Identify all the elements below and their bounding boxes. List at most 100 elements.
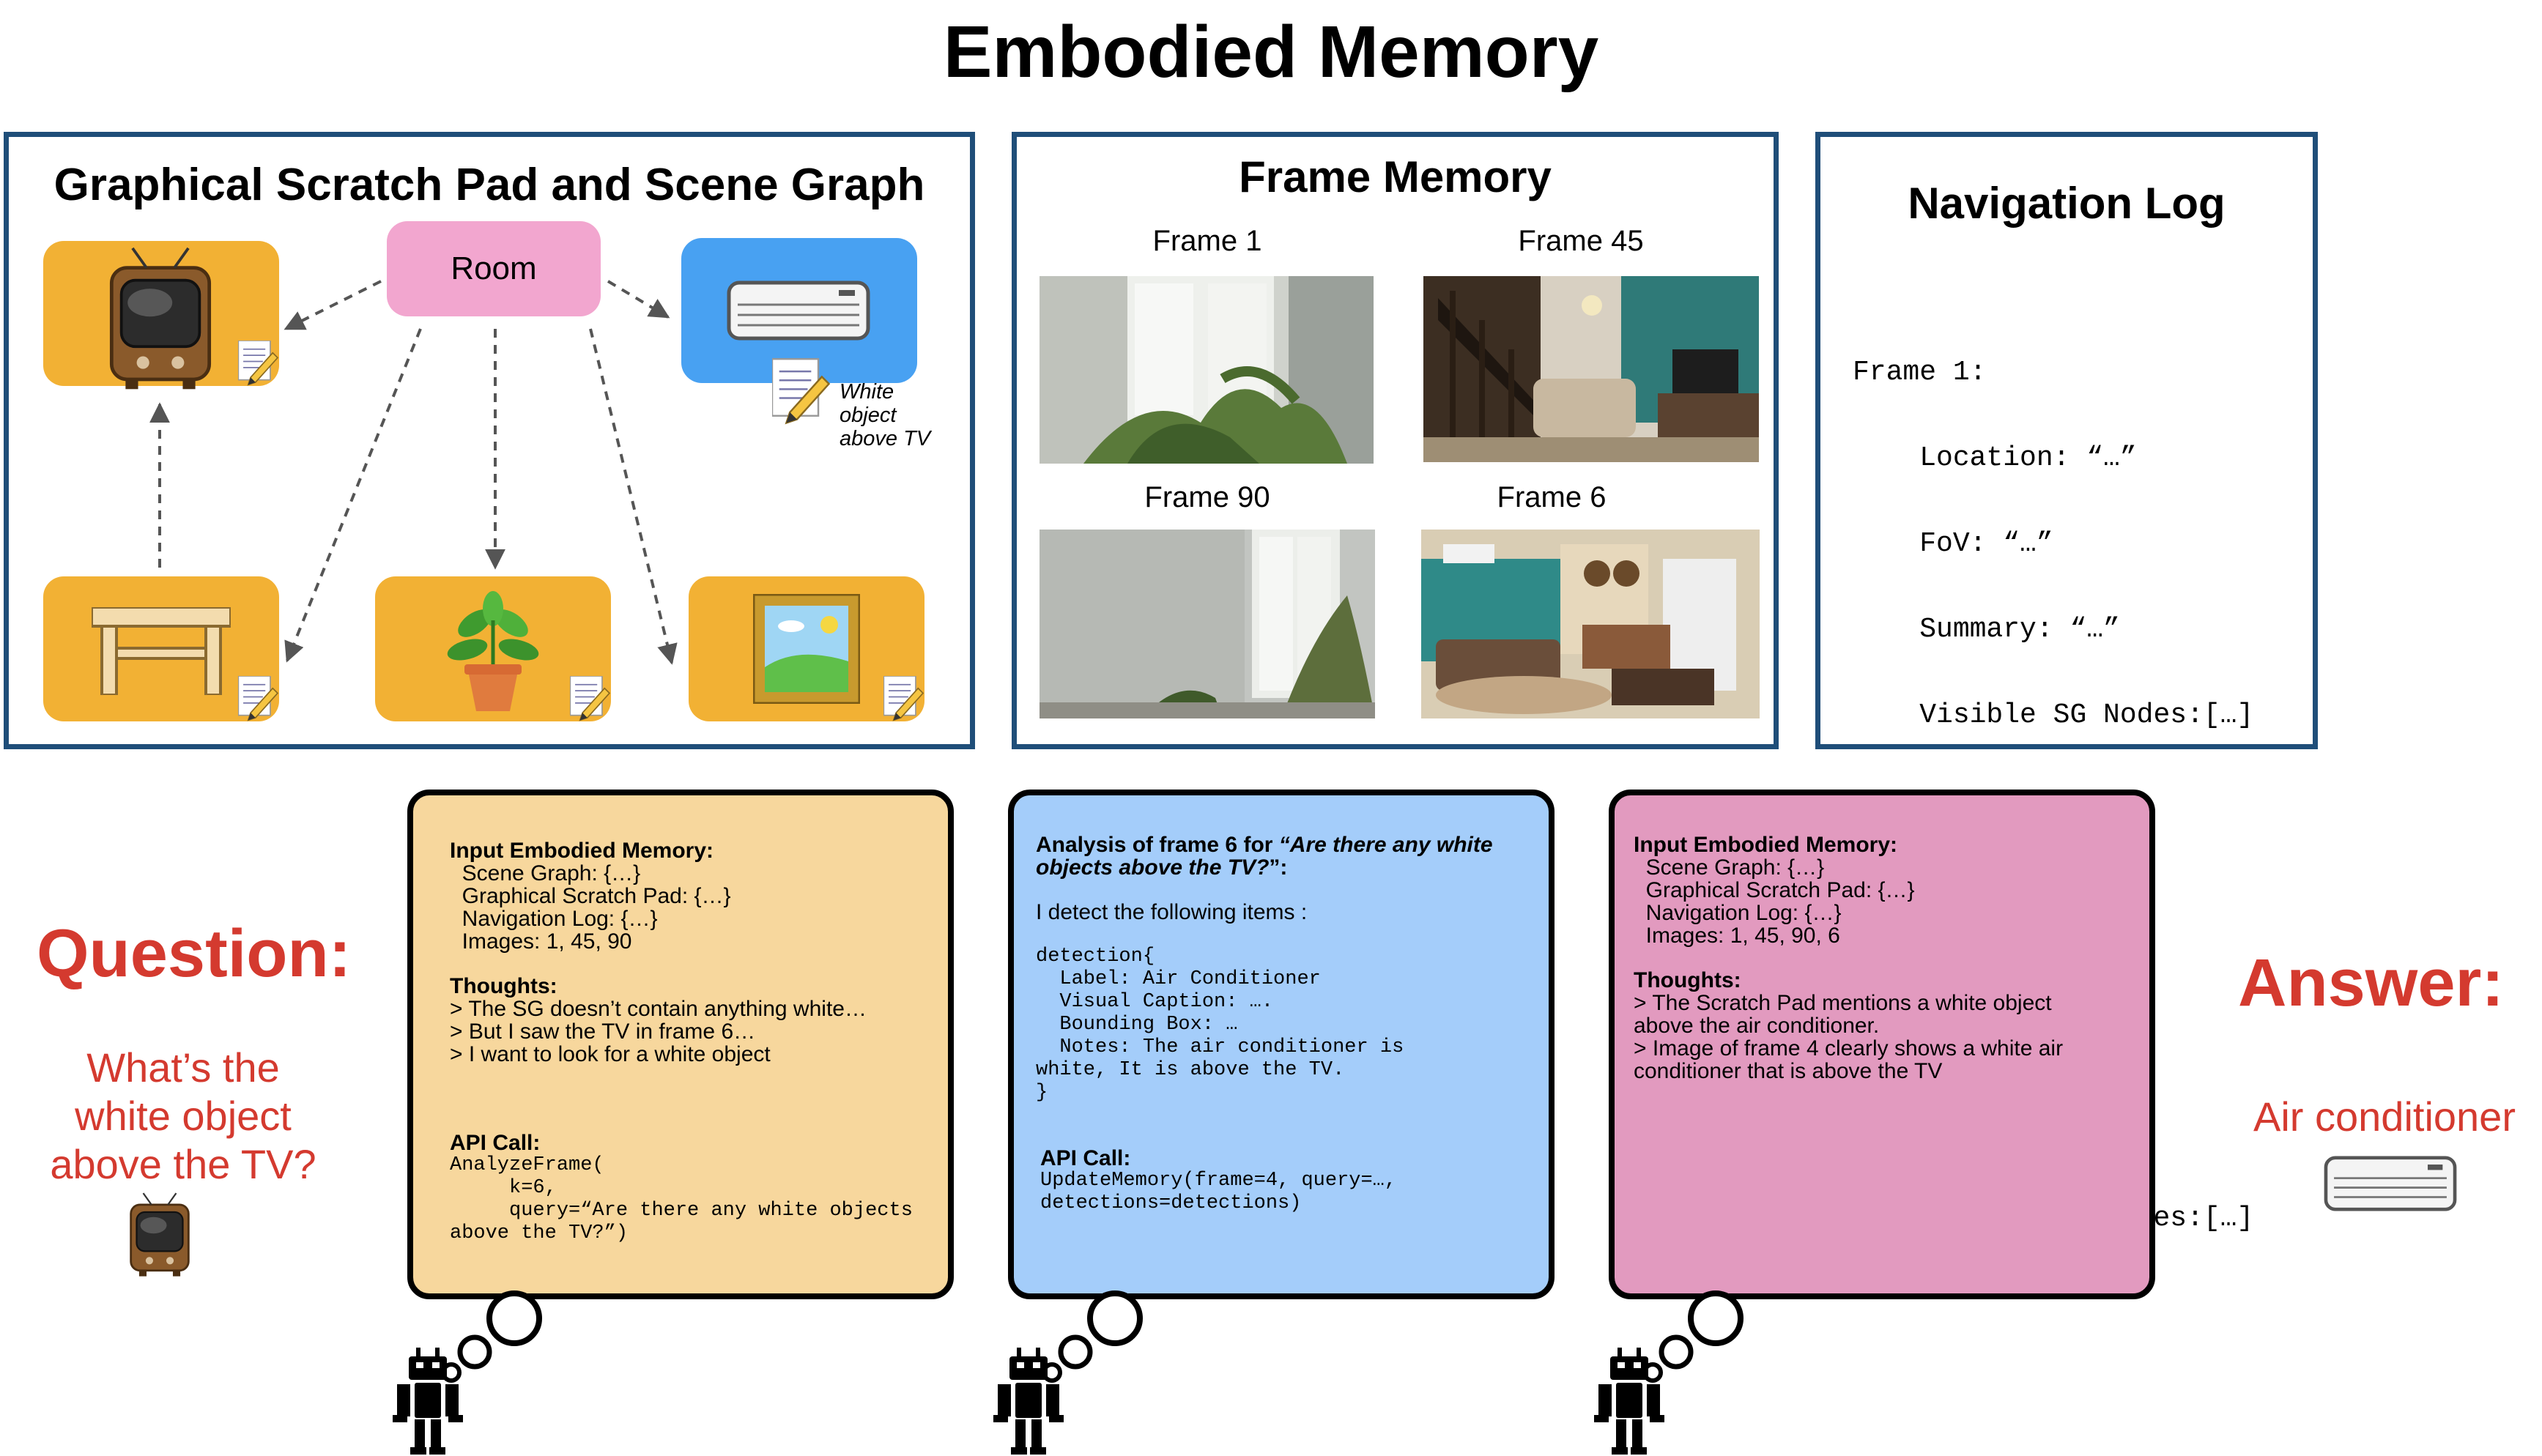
thought-line: conditioner that is above the TV (1634, 1059, 1943, 1083)
log-line: Frame 1: (1853, 357, 1987, 388)
memory-heading: Input Embodied Memory: (1634, 833, 1897, 857)
api-line: k=6, (450, 1177, 557, 1199)
analysis-query-cont: objects above the TV? (1036, 855, 1270, 880)
detection-intro: I detect the following items : (1036, 900, 1308, 924)
frame-label: Frame 90 (1144, 481, 1270, 513)
thought-line: above the air conditioner. (1634, 1014, 1880, 1038)
analysis-heading-prefix: Analysis of frame 6 for (1036, 833, 1279, 857)
thought-line: > The SG doesn’t contain anything white… (450, 997, 867, 1021)
api-line: UpdateMemory(frame=4, query=…, (1040, 1170, 1397, 1192)
thought-circles-2 (1042, 1290, 1143, 1383)
frame-90-image (1040, 530, 1375, 718)
analysis-heading-suffix: ”: (1269, 855, 1288, 880)
framed-picture-icon (753, 594, 860, 704)
frame-memory-panel: Frame Memory Frame 1 Frame 45 Frame 90 F… (1012, 132, 1779, 749)
bubble-3-content: Input Embodied Memory: Scene Graph: {…} … (1634, 833, 2063, 1082)
log-line: Summary: “…” (1853, 614, 2120, 645)
frame-label: Frame 6 (1497, 481, 1607, 513)
frame-memory-panel-title: Frame Memory (1239, 152, 1552, 201)
picture-node (689, 576, 924, 721)
api-line: detections=detections) (1040, 1192, 1302, 1214)
frame-45-image (1423, 276, 1759, 462)
scratch-note: White object above TV (840, 380, 930, 450)
thought-circles-3 (1642, 1290, 1744, 1383)
thoughts-heading: Thoughts: (450, 974, 557, 998)
log-line: FoV: “…” (1853, 528, 2053, 560)
frame-6-image (1421, 530, 1760, 718)
detection-line: detection{ (1036, 946, 1155, 967)
scene-graph-edges (149, 280, 678, 665)
memory-line: Navigation Log: {…} (450, 907, 658, 931)
thought-line: > But I saw the TV in frame 6… (450, 1019, 756, 1044)
table-node (43, 576, 279, 721)
scene-graph-panel: Graphical Scratch Pad and Scene Graph Ro… (4, 132, 975, 749)
scratch-note-line: object (840, 404, 897, 427)
page-title: Embodied Memory (943, 11, 1599, 93)
navigation-log-panel-title: Navigation Log (1908, 179, 2226, 228)
scratch-note-line: White (840, 380, 894, 404)
thought-bubble-3: Input Embodied Memory: Scene Graph: {…} … (1609, 790, 2155, 1299)
thought-line: > Image of frame 4 clearly shows a white… (1634, 1036, 2064, 1061)
detection-line: white, It is above the TV. (1036, 1059, 1345, 1081)
api-line: AnalyzeFrame( (450, 1154, 604, 1176)
api-heading: API Call: (450, 1131, 541, 1155)
detection-line: Visual Caption: …. (1036, 991, 1274, 1013)
room-node: Room (387, 221, 601, 316)
tv-icon (102, 247, 219, 393)
frame-1-image (1040, 276, 1374, 464)
navigation-log-panel: Navigation Log Frame 1: Location: “…” Fo… (1815, 132, 2318, 1233)
robot-icon (993, 1348, 1064, 1455)
question-text: What’s the white object above the TV? (15, 1044, 352, 1189)
question-heading: Question: (37, 916, 352, 991)
frame-label: Frame 45 (1518, 225, 1644, 257)
air-conditioner-icon (2321, 1156, 2460, 1211)
detection-line: Notes: The air conditioner is (1036, 1036, 1404, 1058)
bubble-2-content: Analysis of frame 6 for “Are there any w… (1036, 833, 1493, 1215)
analysis-heading-cont: objects above the TV?”: (1036, 856, 1493, 879)
answer-text: Air conditioner (2253, 1093, 2516, 1140)
memo-pencil-icon (772, 357, 830, 424)
detection-line: Bounding Box: … (1036, 1014, 1238, 1036)
thought-line: > I want to look for a white object (450, 1042, 771, 1066)
analysis-heading: Analysis of frame 6 for “Are there any w… (1036, 833, 1493, 856)
memory-line: Images: 1, 45, 90, 6 (1634, 924, 1840, 948)
thought-bubble-1: Input Embodied Memory: Scene Graph: {…} … (407, 790, 954, 1299)
potted-plant-icon (447, 591, 539, 711)
memory-line: Navigation Log: {…} (1634, 901, 1842, 925)
scene-graph-panel-title: Graphical Scratch Pad and Scene Graph (53, 160, 925, 210)
thought-circles-1 (441, 1290, 542, 1383)
robot-icon (1594, 1348, 1664, 1455)
thoughts-heading: Thoughts: (1634, 968, 1741, 992)
tv-node (43, 241, 279, 386)
api-line: query=“Are there any white objects (450, 1200, 913, 1222)
thought-bubble-2: Analysis of frame 6 for “Are there any w… (1008, 790, 1555, 1299)
detection-line: Label: Air Conditioner (1036, 968, 1321, 990)
frame-label: Frame 1 (1152, 225, 1262, 257)
memo-pencil-icon (883, 676, 924, 721)
memo-pencil-icon (238, 341, 278, 386)
api-line: above the TV?”) (450, 1222, 629, 1244)
api-heading: API Call: (1040, 1146, 1131, 1170)
log-line: Location: “…” (1853, 442, 2137, 474)
detection-line: } (1036, 1082, 1048, 1104)
question-line: What’s the (86, 1044, 280, 1091)
memory-line: Graphical Scratch Pad: {…} (450, 884, 731, 908)
air-conditioner-icon (725, 281, 872, 341)
detection-block: detection{ Label: Air Conditioner Visual… (1036, 946, 1493, 1104)
tv-icon (130, 1192, 190, 1278)
log-line: Visible SG Nodes:[…] (1853, 699, 2254, 731)
memory-line: Graphical Scratch Pad: {…} (1634, 878, 1915, 902)
plant-node (375, 576, 611, 721)
room-node-label: Room (451, 250, 537, 286)
bubble-1-content: Input Embodied Memory: Scene Graph: {…} … (450, 839, 913, 1245)
analysis-query: “Are there any white (1278, 833, 1493, 857)
scratch-note-line: above TV (840, 427, 931, 450)
memo-pencil-icon (238, 676, 278, 721)
thought-line: > The Scratch Pad mentions a white objec… (1634, 991, 2052, 1015)
answer-heading: Answer: (2238, 946, 2504, 1020)
question-line: white object (75, 1093, 292, 1139)
robot-icon (393, 1348, 463, 1455)
table-icon (92, 607, 231, 695)
memo-pencil-icon (570, 676, 610, 721)
memory-line: Images: 1, 45, 90 (450, 929, 632, 954)
